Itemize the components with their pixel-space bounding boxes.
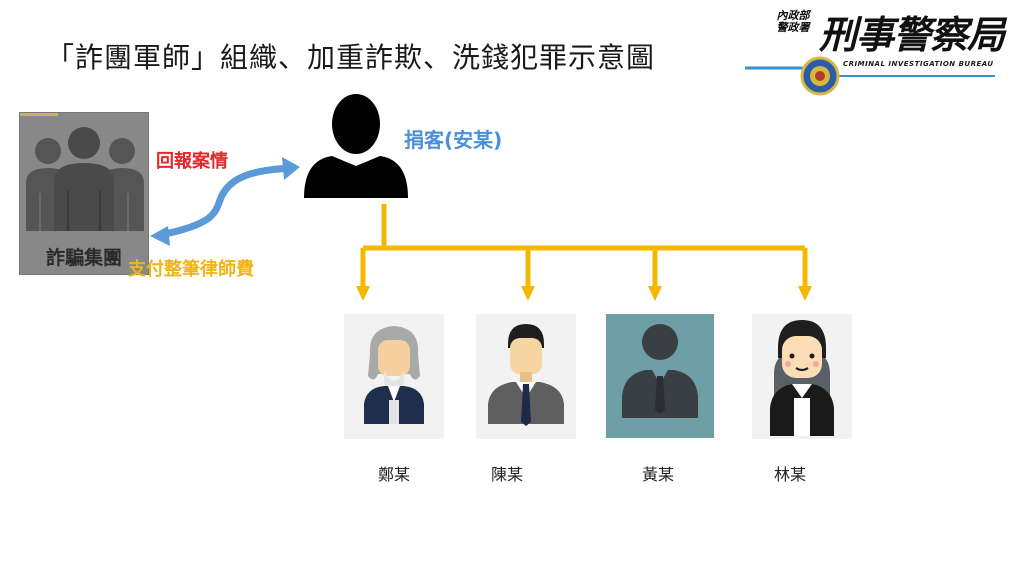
page-title: 「詐團軍師」組織、加重詐欺、洗錢犯罪示意圖 xyxy=(46,41,656,74)
logo-english-text: CRIMINAL INVESTIGATION BUREAU xyxy=(843,60,994,68)
lawyer-name-3: 黃某 xyxy=(641,465,674,484)
lawyer-card-1 xyxy=(344,314,444,439)
lawyer-name-2: 陳某 xyxy=(490,465,523,484)
group-people-icon xyxy=(26,127,144,231)
pay-lawyer-fee-label: 支付整筆律師費 xyxy=(128,259,254,280)
report-case-label: 回報案情 xyxy=(156,151,228,172)
lawyer-name-4: 林某 xyxy=(773,465,806,484)
logo-graphic xyxy=(745,56,995,96)
young-person-icon xyxy=(770,320,834,436)
lawyer-card-2 xyxy=(476,314,576,439)
lawyer-card-3 xyxy=(606,314,714,438)
logo-bureau-text: 刑事警察局 xyxy=(819,12,1005,57)
fraud-group-box: 詐騙集團 xyxy=(20,113,148,274)
report-pay-arrow xyxy=(156,164,296,239)
lawyer-card-4 xyxy=(752,314,852,439)
arrowhead-to-group xyxy=(150,226,170,246)
arrowhead-to-client xyxy=(282,157,300,180)
cib-logo: 內政部警政署 刑事警察局 CRIMINAL INVESTIGATION BURE… xyxy=(745,9,1005,106)
client-label: 捐客(安某) xyxy=(404,128,503,152)
fraud-group-label: 詐騙集團 xyxy=(45,247,122,269)
logo-ministry-text: 內政部警政署 xyxy=(776,9,810,34)
businessman-icon xyxy=(488,324,564,426)
suit-person-icon xyxy=(622,324,698,418)
client-silhouette-icon xyxy=(304,94,408,198)
group-box-accent xyxy=(20,113,58,116)
tree-arrowheads xyxy=(356,286,812,301)
distribution-tree xyxy=(360,204,808,290)
elderly-judge-icon xyxy=(364,326,424,424)
lawyer-name-1: 鄭某 xyxy=(377,465,410,484)
